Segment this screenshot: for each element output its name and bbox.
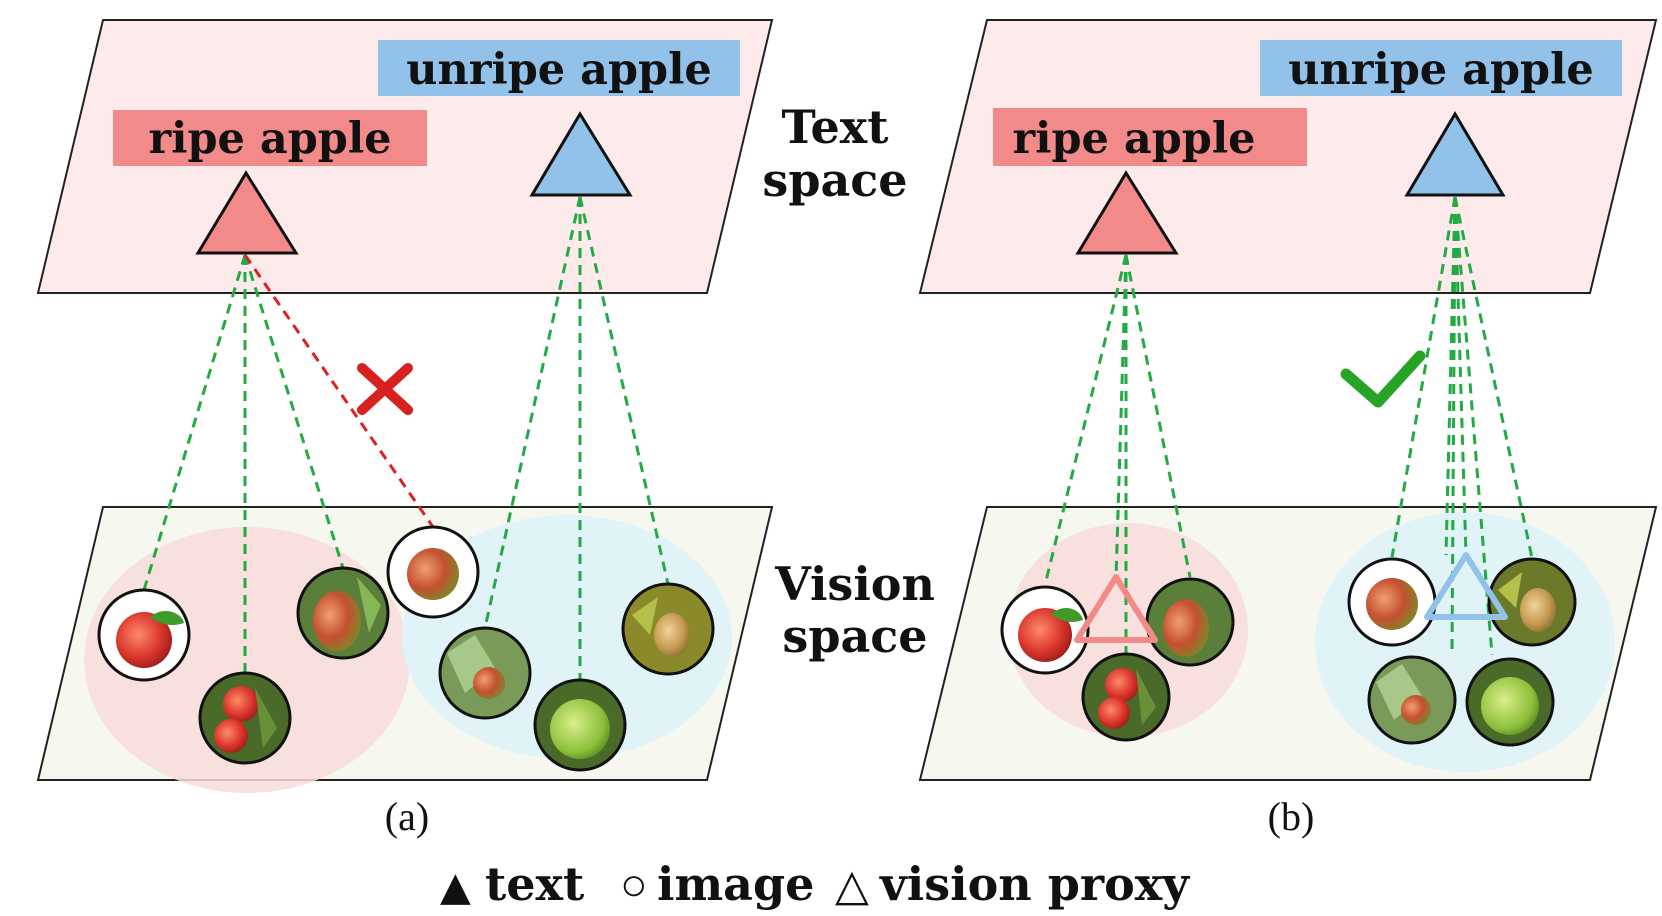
link-b-1 [1043,254,1128,586]
unripe-proxy-triangle-b [1424,552,1508,620]
panel-b: ripe apple unripe apple [918,19,1658,839]
image-ripe-3-b [1145,577,1235,667]
ripe-text-triangle-a [195,170,299,255]
unripe-label-box-a [378,40,740,96]
image-unripe-2-a [533,678,627,772]
check-icon [1340,350,1426,408]
panel-a: ripe apple unripe apple [36,19,935,839]
unripe-cluster-b [1315,512,1615,772]
ripe-proxy-triangle-b [1074,574,1158,643]
image-unripe-4-b [1465,657,1555,747]
image-ripe-1-b [1000,585,1090,675]
link-b-9 [1453,196,1494,656]
ripe-label-b: ripe apple [1012,114,1255,164]
link-b-2 [1114,254,1128,579]
text-space-label-line1: Text [782,100,890,154]
legend-text-label: text [485,857,585,911]
unripe-text-triangle-b [1404,111,1506,197]
caption-b: (b) [1268,794,1315,839]
link-a-6 [578,196,670,585]
image-ripe-2-a [198,671,292,765]
links-b [1043,196,1534,656]
image-unripe-2-b [1487,557,1577,647]
wrong-link-a [243,254,435,528]
legend-proxy-label: vision proxy [879,857,1190,911]
links-a [142,196,670,680]
image-unripe-1-a [438,626,532,720]
ripe-text-triangle-b [1075,170,1179,255]
unripe-label-a: unripe apple [406,45,712,95]
ripe-label-box-b [993,108,1307,166]
link-b-5 [1390,196,1457,558]
vision-space-label-line1: Vision [774,557,935,611]
link-b-4 [1124,254,1192,578]
link-b-10 [1453,196,1468,556]
ripe-cluster-b [1008,523,1248,737]
legend: ▲ text ○ image △ vision proxy [440,857,1190,911]
image-unripe-1-b [1347,557,1437,647]
link-a-3 [243,254,345,569]
image-ripe-3-a [296,566,390,660]
image-unripe-3-b [1367,655,1457,745]
unripe-label-b: unripe apple [1288,45,1594,95]
legend-text-symbol: ▲ [440,863,471,910]
unripe-text-triangle-a [529,111,633,197]
legend-image-symbol: ○ [620,859,648,910]
ripe-label-box-a [113,110,427,166]
unripe-label-box-b [1260,40,1622,96]
link-a-1 [142,254,247,591]
image-unripe-3-a [621,582,715,676]
vision-space-label-line2: space [782,609,927,663]
image-wrong-a [386,525,480,619]
text-space-label-line2: space [762,153,907,207]
image-ripe-2-b [1081,652,1171,742]
link-b-8 [1453,196,1534,559]
caption-a: (a) [385,794,429,839]
legend-image-label: image [657,857,814,911]
ripe-label-a: ripe apple [148,114,391,164]
legend-proxy-symbol: △ [835,861,869,910]
link-a-4 [483,196,582,629]
image-ripe-1-a [97,588,191,682]
cross-icon [357,363,413,415]
